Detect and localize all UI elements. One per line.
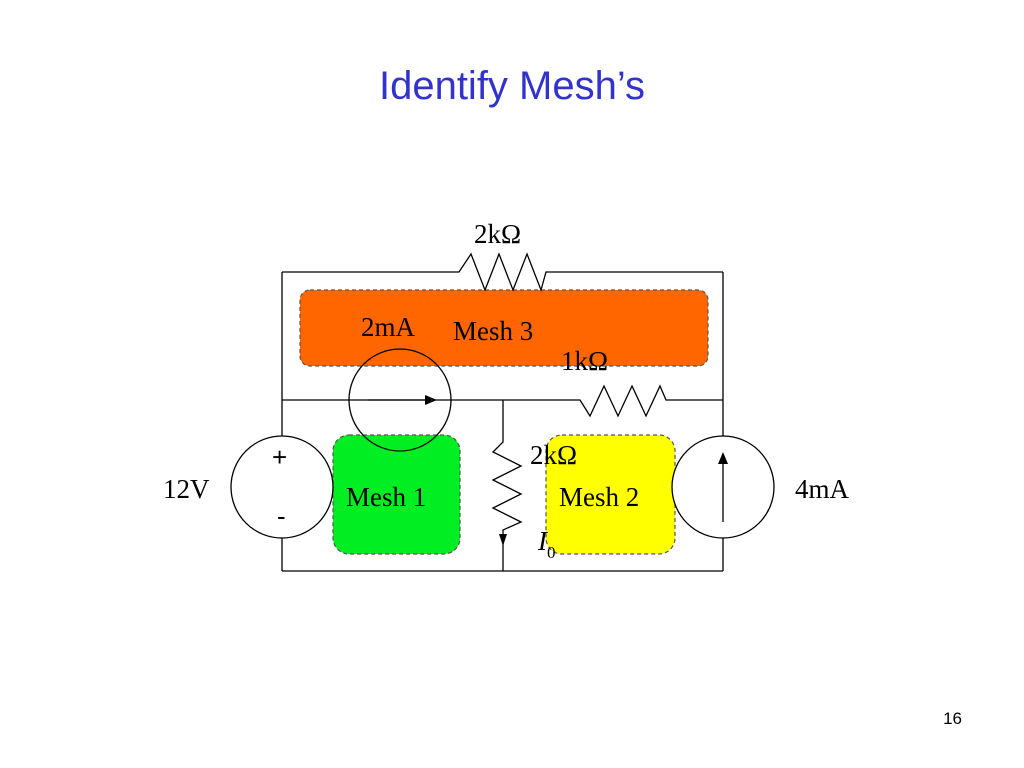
current-source-4ma — [671, 435, 775, 539]
slide-title: Identify Mesh’s — [378, 64, 646, 108]
top-resistor-label: 2kΩ — [474, 219, 522, 249]
current-symbol: I — [538, 526, 547, 556]
mesh-2-label: Mesh 2 — [559, 482, 640, 512]
voltage-source-label: 12V — [163, 474, 210, 504]
voltage-source-12v — [230, 435, 334, 539]
middle-resistor-label: 2kΩ — [530, 440, 578, 470]
page-number: 16 — [943, 709, 962, 728]
mesh-3-region — [299, 289, 709, 367]
current-label-i0: I0 — [538, 526, 556, 562]
current-arrow-i0 — [499, 534, 507, 546]
mesh-3-label: Mesh 3 — [453, 316, 534, 346]
current-source-4ma-label: 4mA — [795, 474, 849, 504]
current-source-2ma-label: 2mA — [361, 312, 415, 342]
current-source-2ma — [348, 348, 452, 452]
voltage-minus-sign: - — [277, 501, 286, 531]
mesh-1-label: Mesh 1 — [346, 482, 427, 512]
voltage-plus-sign: + — [272, 442, 288, 472]
current-subscript: 0 — [547, 543, 556, 562]
right-resistor-label: 1kΩ — [561, 346, 609, 376]
mesh-2-region — [545, 434, 676, 555]
